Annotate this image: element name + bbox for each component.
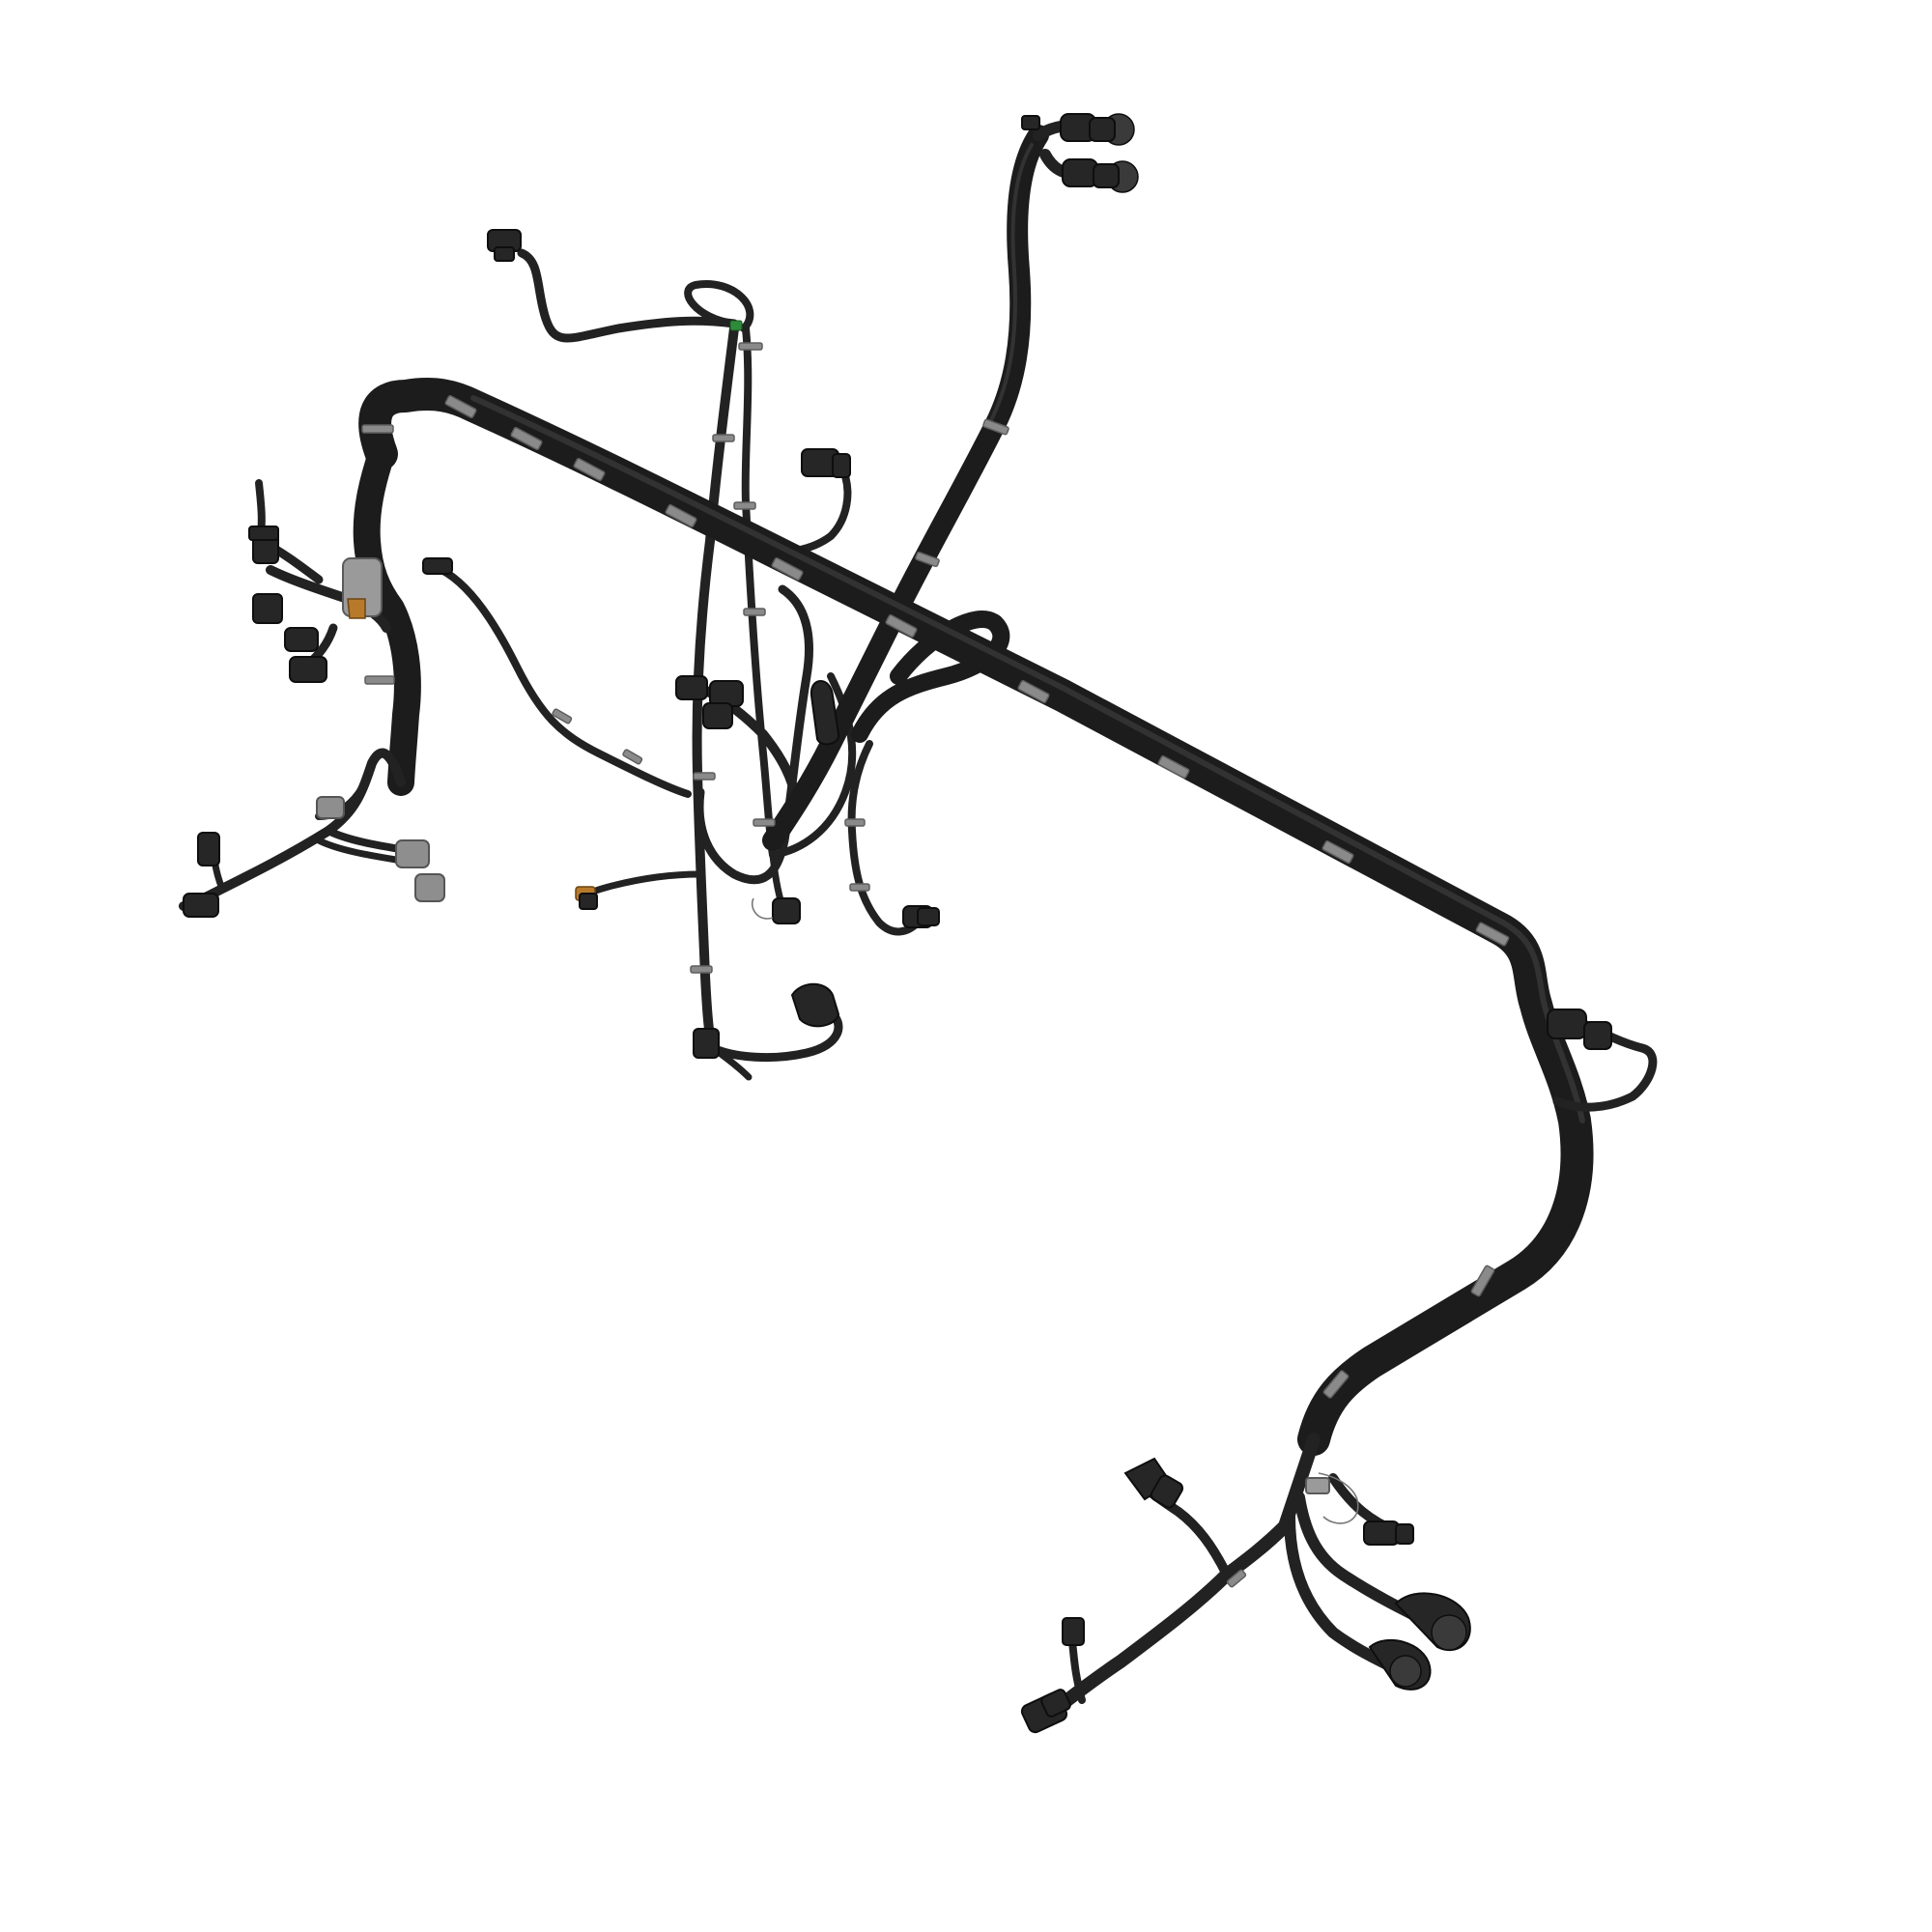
- right-side-wire: [1552, 1019, 1658, 1112]
- branch-vertical-right: [741, 325, 777, 859]
- bottom-connector-lower-left-body: [1040, 1689, 1071, 1718]
- clip-9: [1321, 840, 1354, 864]
- upper-right-connector-cap: [832, 453, 851, 478]
- bottom-thin-wire: [1318, 1472, 1359, 1524]
- clip-7: [1017, 680, 1050, 703]
- riser-highlight: [989, 143, 1034, 422]
- clip-25: [622, 749, 643, 765]
- bottom-connector-right-a-face: [1431, 1614, 1467, 1651]
- clip-14: [364, 675, 395, 685]
- bottom-connector-side-cap: [1395, 1523, 1414, 1545]
- clip-28: [1226, 1569, 1247, 1588]
- left-connector-b: [284, 627, 319, 652]
- clip-6: [885, 614, 918, 638]
- center-connector-c: [702, 702, 733, 729]
- clip-2: [510, 427, 543, 450]
- clip-1: [444, 395, 477, 418]
- clip-24: [552, 708, 573, 724]
- clip-21: [753, 818, 776, 827]
- top-connector-2-body: [1093, 163, 1120, 188]
- top-connector-clip: [1021, 115, 1040, 130]
- bottom-fork-down: [1284, 1511, 1397, 1672]
- clip-12: [1322, 1370, 1350, 1399]
- bottom-plug-connector: [790, 982, 840, 1028]
- right-connector-face: [1583, 1021, 1612, 1050]
- clip-11: [1470, 1264, 1495, 1297]
- branch-orange-wire: [581, 870, 704, 900]
- left-diagonal-connector: [422, 557, 453, 575]
- top-connector-2: [1062, 158, 1098, 187]
- bottom-cluster: [1020, 1433, 1471, 1734]
- left-connector-c: [289, 656, 327, 683]
- bottom-connector-side: [1363, 1520, 1400, 1546]
- clip-5: [771, 557, 804, 581]
- clip-23: [690, 965, 713, 974]
- bottom-left-connector: [693, 1028, 720, 1059]
- branch-left-diagonal: [426, 561, 692, 798]
- left-lower-wire-4: [315, 837, 400, 864]
- branch-wires: [426, 248, 922, 1081]
- trunk-cable: [358, 378, 1594, 1456]
- left-connector-e: [197, 832, 220, 867]
- riser-cable: [762, 125, 1049, 851]
- branch-top-left-wire: [517, 248, 739, 343]
- clip-18: [712, 434, 735, 442]
- right-down-connector-cap: [917, 907, 940, 926]
- bottom-connector-right-b-face: [1389, 1655, 1422, 1688]
- left-connector-a-face: [248, 526, 279, 541]
- clip-8: [1157, 755, 1190, 779]
- green-clip: [729, 320, 743, 331]
- clip-26: [844, 818, 866, 827]
- clip-27: [849, 883, 870, 892]
- left-grey-connector-c: [414, 873, 445, 902]
- cable-clips: [361, 342, 1510, 1588]
- upper-left-connector-latch: [494, 246, 515, 262]
- clip-20: [743, 608, 766, 616]
- clip-3: [573, 458, 606, 481]
- branch-right-down: [847, 740, 922, 936]
- clip-17: [738, 342, 763, 351]
- bottom-connector-upper-left-body: [1150, 1474, 1184, 1509]
- trunk-highlight: [470, 395, 1585, 1123]
- clip-4: [665, 504, 697, 527]
- branch-loop-wire: [684, 280, 754, 332]
- left-grey-connector-a: [316, 796, 345, 819]
- center-plug-connector: [810, 680, 840, 746]
- left-end-connector: [183, 893, 219, 918]
- top-connectors: [1021, 113, 1139, 193]
- bottom-main-wire: [1041, 1433, 1321, 1721]
- bottom-grey-clip: [1305, 1477, 1330, 1494]
- clip-15: [982, 418, 1009, 436]
- main-trunk: [353, 378, 1594, 1456]
- clip-10: [1475, 922, 1510, 947]
- bottom-connector-lower-left-small: [1062, 1617, 1085, 1646]
- branch-vertical-left: [692, 324, 739, 1053]
- right-connector-body: [1547, 1009, 1587, 1039]
- clip-19: [733, 501, 756, 510]
- left-connector-d: [252, 593, 283, 624]
- middle-connectors: [422, 229, 940, 1059]
- clip-13: [361, 424, 394, 434]
- center-thin-wire: [752, 897, 774, 920]
- left-cluster: [179, 479, 445, 918]
- left-orange-tag: [347, 598, 366, 619]
- clip-22: [693, 772, 716, 781]
- left-grey-connector-b: [395, 839, 430, 868]
- clip-16: [915, 551, 940, 568]
- right-side-connector: [1547, 1009, 1658, 1112]
- top-connector-1-body: [1089, 117, 1116, 142]
- trunk-left-drop: [353, 440, 421, 796]
- center-connector-a: [675, 675, 708, 700]
- center-bottom-connector: [772, 897, 801, 924]
- orange-connector-body: [579, 893, 598, 910]
